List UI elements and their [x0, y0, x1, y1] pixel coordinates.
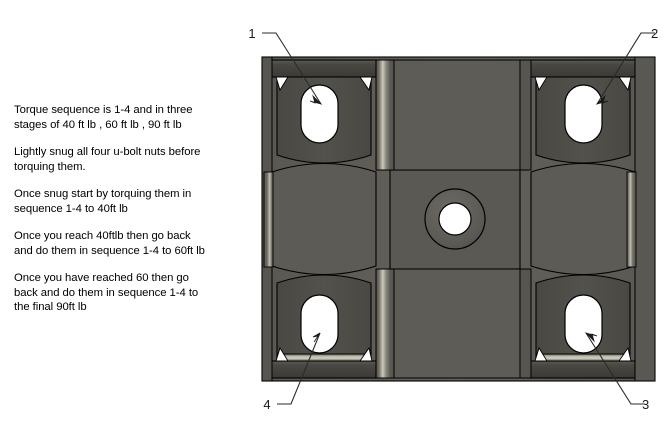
spine-panel-top	[393, 59, 521, 171]
center-hub	[424, 188, 486, 250]
callout-label-2: 2	[651, 26, 658, 41]
callout-3: 3	[584, 332, 649, 412]
callout-1: 1	[248, 26, 323, 105]
spine-edge-right-bottom	[519, 268, 532, 379]
spine-top	[375, 59, 395, 171]
spine-edge-right-top	[519, 59, 532, 171]
leader-arrow-1	[309, 94, 323, 105]
leader-arrow-2	[595, 94, 609, 105]
chamfer-notch-tl-right	[359, 76, 373, 92]
chamfer-notch-tl-left	[275, 76, 289, 92]
saddle-plate-body	[261, 56, 656, 382]
waist-right	[530, 163, 636, 275]
center-spine	[375, 59, 532, 379]
rim-left-highlight	[263, 171, 274, 268]
instruction-paragraph-1: Torque sequence is 1-4 and in three stag…	[14, 104, 193, 131]
callout-4: 4	[263, 332, 321, 412]
instruction-paragraph-2: Lightly snug all four u-bolt nuts before…	[14, 146, 201, 173]
leader-arrow-4	[312, 332, 321, 343]
callout-leaders: 1 2 3 4	[248, 26, 658, 412]
leader-line-2	[596, 32, 655, 105]
spine-panel-bottom	[393, 268, 521, 379]
lip-bottom-left	[276, 353, 372, 362]
u-bolt-slot-top-left	[300, 84, 339, 144]
chamfer-notch-br-left	[534, 346, 548, 362]
chamfer-notches	[275, 76, 632, 362]
chamfer-notch-bl-left	[275, 346, 289, 362]
chamfer-notch-bl-right	[359, 346, 373, 362]
spine-bottom	[375, 268, 395, 379]
cap-bar-bottom-right	[528, 360, 636, 379]
u-bolt-slot-bottom-right	[564, 294, 603, 354]
instruction-paragraph-5: Once you have reached 60 then go back an…	[14, 272, 199, 313]
cap-bar-bottom-left	[269, 360, 377, 379]
callout-label-4: 4	[263, 397, 270, 412]
rim-right-highlight	[626, 171, 637, 268]
chamfer-notch-tr-left	[534, 76, 548, 92]
chamfer-notch-br-right	[618, 346, 632, 362]
callout-label-1: 1	[248, 26, 255, 41]
leader-line-1	[262, 32, 322, 105]
waist-band	[271, 163, 636, 275]
chamfer-notch-tr-right	[618, 76, 632, 92]
callout-label-3: 3	[642, 397, 649, 412]
callout-2: 2	[595, 26, 658, 105]
leader-arrow-3	[584, 332, 598, 343]
instruction-paragraph-3: Once snug start by torquing them in sequ…	[14, 188, 192, 215]
instruction-paragraph-4: Once you reach 40ftlb then go back and d…	[14, 230, 205, 257]
cap-bar-top-left	[269, 59, 377, 78]
u-bolt-slot-top-right	[564, 84, 603, 144]
u-bolt-slot-bottom-left	[300, 294, 339, 354]
torque-instructions: Torque sequence is 1-4 and in three stag…	[14, 103, 242, 315]
outer-rims	[261, 56, 656, 382]
leader-line-3	[585, 332, 645, 405]
rim-right	[634, 56, 656, 382]
center-bore-hole	[438, 202, 472, 236]
waist-left	[271, 163, 377, 275]
lip-bottom-right	[535, 353, 631, 362]
leader-line-4	[277, 332, 321, 405]
